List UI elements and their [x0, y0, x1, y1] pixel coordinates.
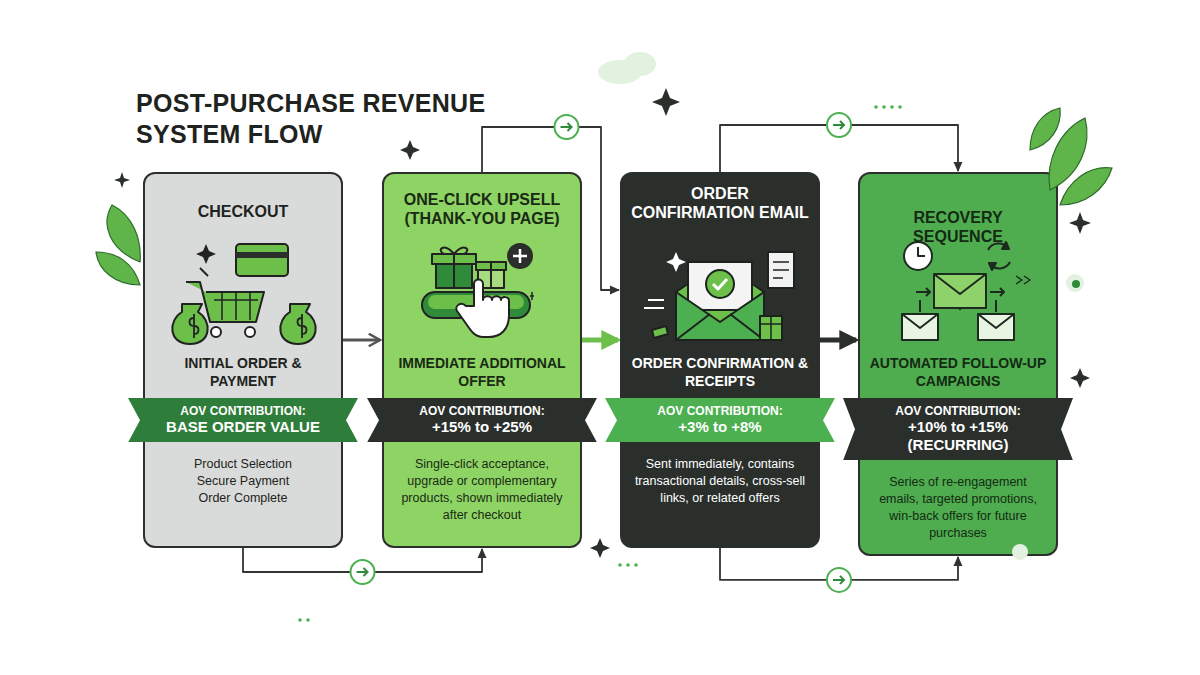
card-description: Single-click acceptance, upgrade or comp… — [392, 456, 572, 524]
sparkle-decoration — [114, 88, 1091, 558]
stage-card: CHECKOUT INITIAL ORDER & PAYMENT Product S… — [143, 172, 343, 548]
diagram-title: POST-PURCHASE REVENUE SYSTEM FLOW — [136, 88, 576, 151]
card-subtitle: INITIAL ORDER & PAYMENT — [153, 355, 333, 390]
stage-card: ONE-CLICK UPSELL (THANK-YOU PAGE) IMMEDIA… — [382, 172, 582, 548]
banner-label: AOV CONTRIBUTION: — [180, 404, 305, 418]
flow-badge — [555, 115, 579, 139]
banner-value: BASE ORDER VALUE — [166, 418, 320, 436]
recovery-icon — [902, 242, 1030, 340]
banner-label: AOV CONTRIBUTION: — [895, 404, 1020, 418]
banner-label: AOV CONTRIBUTION: — [419, 404, 544, 418]
checkout-icon — [172, 244, 315, 344]
banner-label: AOV CONTRIBUTION: — [657, 404, 782, 418]
stage-card: RECOVERY SEQUENCE AUTOMATED FOLLOW-UP CAM… — [858, 172, 1058, 556]
flow-badge-arrow — [561, 123, 572, 131]
email-icon — [644, 252, 794, 340]
cloud-decoration — [598, 52, 1084, 560]
flow-connector — [343, 339, 380, 342]
card-subtitle: ORDER CONFIRMATION & RECEIPTS — [630, 355, 810, 390]
stage-card: ORDER CONFIRMATION EMAIL ORDER CONFIRMATI… — [620, 172, 820, 548]
card-subtitle: IMMEDIATE ADDITIONAL OFFER — [392, 355, 572, 390]
card-description: Series of re-engagement emails, targeted… — [868, 474, 1048, 542]
flow-badge-arrow — [833, 121, 844, 129]
card-heading: RECOVERY SEQUENCE — [868, 208, 1048, 246]
card-heading: ORDER CONFIRMATION EMAIL — [630, 184, 810, 222]
contribution-banner: AOV CONTRIBUTION:+10% to +15% (RECURRING… — [843, 398, 1073, 460]
card-subtitle: AUTOMATED FOLLOW-UP CAMPAIGNS — [868, 355, 1048, 390]
flow-badge — [827, 568, 851, 592]
flow-badge-arrow — [357, 568, 368, 576]
flow-connector — [820, 338, 856, 343]
dot-decoration — [298, 105, 1080, 622]
card-heading: CHECKOUT — [153, 202, 333, 221]
banner-value: +10% to +15% (RECURRING) — [863, 418, 1053, 454]
card-description: Sent immediately, contains transactional… — [630, 456, 810, 507]
flow-badge — [827, 113, 851, 137]
leaf-decoration — [96, 108, 1112, 285]
upsell-icon — [422, 243, 534, 337]
card-description: Product Selection Secure Payment Order C… — [181, 456, 305, 507]
banner-value: +15% to +25% — [432, 418, 532, 436]
flow-badge — [351, 560, 375, 584]
flow-badge-arrow — [833, 576, 844, 584]
contribution-banner: AOV CONTRIBUTION:BASE ORDER VALUE — [128, 398, 358, 442]
contribution-banner: AOV CONTRIBUTION:+3% to +8% — [605, 398, 835, 442]
card-heading: ONE-CLICK UPSELL (THANK-YOU PAGE) — [392, 190, 572, 228]
flow-connector — [582, 338, 618, 343]
banner-value: +3% to +8% — [678, 418, 761, 436]
contribution-banner: AOV CONTRIBUTION:+15% to +25% — [367, 398, 597, 442]
